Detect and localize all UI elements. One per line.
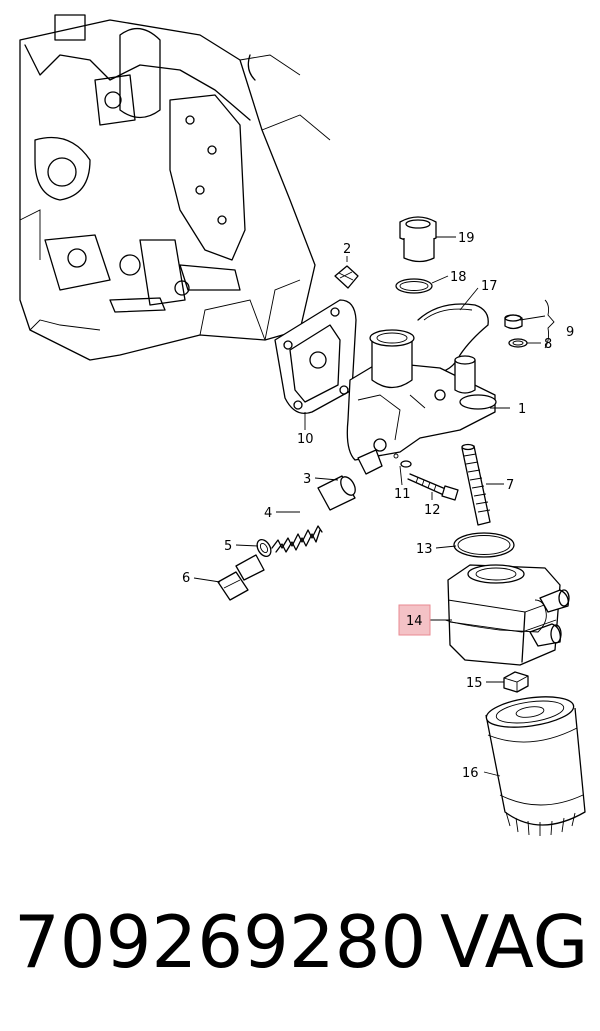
- callout-2: 2: [343, 242, 351, 257]
- callout-6: 6: [182, 571, 190, 586]
- part-13-seal-ring: [453, 532, 515, 558]
- part-17-gasket: [417, 303, 489, 374]
- part-19-cap: [399, 216, 437, 263]
- callout-3: 3: [303, 472, 311, 487]
- part-10-gasket-plate: [274, 299, 357, 415]
- callout-18: 18: [450, 270, 467, 285]
- callout-11: 11: [394, 487, 411, 502]
- part-14-oil-cooler: [444, 564, 570, 666]
- callout-9: 9: [566, 325, 574, 340]
- callout-16: 16: [462, 766, 479, 781]
- part-number-text: 709269280: [14, 900, 427, 984]
- brand-text: VAG: [440, 900, 589, 984]
- callout-8: 8: [544, 337, 552, 352]
- part-2-sensor: [334, 265, 359, 289]
- callout-14-highlight: [398, 604, 431, 636]
- callout-4: 4: [264, 506, 272, 521]
- part-3-sleeve: [317, 449, 383, 511]
- part-18-o-ring: [395, 278, 433, 294]
- part-16-oil-filter: [485, 696, 586, 836]
- part-4-spring: [271, 525, 323, 553]
- part-1-filter-housing: [346, 329, 497, 461]
- engine-block-drawing: [19, 14, 331, 361]
- part-7-threaded-stud: [461, 443, 491, 526]
- callout-1: 1: [518, 402, 526, 417]
- part-6-plug-bolt: [217, 554, 265, 601]
- part-15-nut: [503, 671, 529, 693]
- part-12-bolt: [407, 473, 459, 501]
- callout-10: 10: [297, 432, 314, 447]
- leader-lines: [193, 236, 546, 777]
- part-11-washer: [393, 453, 412, 468]
- callout-13: 13: [416, 542, 433, 557]
- callout-12: 12: [424, 503, 441, 518]
- callout-19: 19: [458, 231, 475, 246]
- callout-labels: 19 18 17 2 9 8 1 10 3 4 5 6 11 12 7 13 1…: [182, 231, 574, 781]
- callout-15: 15: [466, 676, 483, 691]
- callout-7: 7: [506, 478, 514, 493]
- callout-5: 5: [224, 539, 232, 554]
- part-5-washer: [256, 538, 272, 558]
- callout-14: 14: [406, 614, 423, 629]
- callout-17: 17: [481, 279, 498, 294]
- part-8-9-plugs: [504, 299, 555, 349]
- oil-filter-assembly-diagram: 19 18 17 2 9 8 1 10 3 4 5 6 11 12 7 13 1…: [19, 14, 586, 836]
